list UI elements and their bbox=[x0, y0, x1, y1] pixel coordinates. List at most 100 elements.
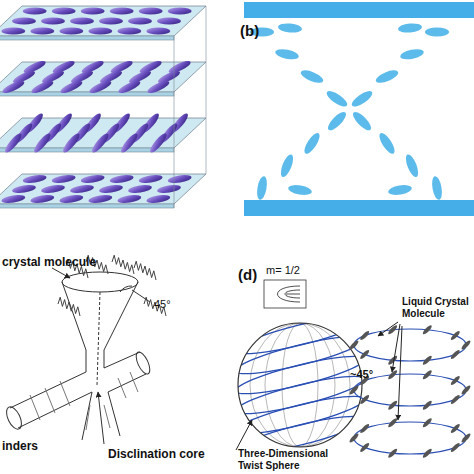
label-text: Disclination core bbox=[108, 448, 205, 462]
cylinder-edge bbox=[10, 372, 86, 408]
molecule bbox=[359, 330, 370, 341]
substrate-bar bbox=[244, 200, 474, 216]
molecule bbox=[359, 349, 370, 360]
molecule bbox=[287, 183, 312, 196]
helix bbox=[134, 261, 156, 280]
molecule bbox=[302, 131, 323, 156]
molecule bbox=[350, 88, 375, 109]
molecule bbox=[450, 423, 461, 434]
molecule bbox=[3, 131, 24, 154]
label-text: (d) bbox=[238, 266, 257, 283]
helix bbox=[112, 255, 134, 274]
helix bbox=[58, 297, 80, 316]
twist-sphere bbox=[234, 280, 472, 461]
molecule bbox=[274, 47, 299, 61]
molecule bbox=[117, 194, 142, 204]
molecule bbox=[450, 394, 461, 405]
sphere-outline bbox=[238, 323, 362, 447]
molecule bbox=[23, 7, 47, 14]
molecule bbox=[430, 175, 443, 200]
leader-line bbox=[52, 268, 70, 278]
inset-box bbox=[264, 280, 306, 308]
molecule bbox=[359, 423, 370, 434]
layer-edge bbox=[0, 204, 174, 208]
molecule bbox=[422, 448, 433, 459]
hatching bbox=[30, 372, 138, 430]
molecule bbox=[278, 153, 295, 179]
molecule bbox=[167, 174, 192, 184]
leader-line bbox=[392, 324, 400, 372]
cylinder-edge bbox=[86, 350, 87, 372]
molecule bbox=[110, 7, 134, 14]
molecule bbox=[117, 27, 141, 34]
molecule bbox=[278, 22, 303, 33]
frame-line bbox=[174, 36, 175, 208]
molecule bbox=[422, 417, 433, 428]
leader-line bbox=[98, 392, 104, 444]
molecule bbox=[168, 7, 192, 14]
layer-edge bbox=[0, 92, 174, 96]
molecule bbox=[22, 174, 47, 184]
twist-line bbox=[234, 349, 367, 400]
cylinder-edge bbox=[108, 392, 120, 436]
substrate-bar bbox=[244, 2, 474, 18]
molecule bbox=[1, 194, 26, 204]
molecule bbox=[70, 184, 95, 194]
molecule bbox=[425, 28, 449, 37]
twist-line bbox=[234, 329, 367, 380]
molecule bbox=[348, 339, 359, 350]
molecule bbox=[359, 442, 370, 453]
molecule bbox=[128, 184, 153, 194]
molecule bbox=[422, 324, 433, 335]
disclination-core-line bbox=[97, 292, 100, 385]
layer-edge bbox=[0, 36, 174, 40]
molecule bbox=[88, 27, 112, 34]
molecule bbox=[403, 153, 420, 179]
molecule bbox=[59, 194, 84, 204]
molecule bbox=[387, 400, 398, 411]
molecule bbox=[387, 417, 398, 428]
cylinder-edge bbox=[18, 392, 92, 428]
cylinder-edge bbox=[82, 392, 92, 440]
molecule bbox=[460, 432, 471, 443]
molecule bbox=[51, 174, 76, 184]
cone-edge bbox=[62, 282, 86, 350]
molecule bbox=[350, 109, 373, 132]
molecule bbox=[81, 7, 105, 14]
label-text: (b) bbox=[240, 22, 259, 39]
molecule bbox=[387, 355, 398, 366]
molecule bbox=[146, 27, 170, 34]
label-text: Liquid Crystal Molecule bbox=[402, 296, 470, 319]
molecule bbox=[374, 68, 400, 86]
molecule bbox=[59, 27, 83, 34]
molecule bbox=[30, 194, 55, 204]
molecule bbox=[32, 131, 53, 154]
molecule bbox=[41, 184, 66, 194]
layer-slab bbox=[0, 174, 206, 204]
twist-line bbox=[234, 369, 367, 420]
molecule bbox=[299, 68, 325, 86]
angle-arc bbox=[120, 286, 132, 292]
molecule bbox=[1, 27, 25, 34]
twist-line bbox=[234, 389, 367, 440]
molecule bbox=[460, 339, 471, 350]
cylinder-edge bbox=[104, 350, 105, 368]
molecule bbox=[12, 17, 36, 24]
molecule bbox=[139, 7, 163, 14]
molecule bbox=[52, 7, 76, 14]
molecule bbox=[422, 355, 433, 366]
leader-line bbox=[236, 420, 252, 450]
molecule bbox=[348, 384, 359, 395]
molecule bbox=[109, 174, 134, 184]
molecule bbox=[138, 174, 163, 184]
molecule bbox=[325, 109, 348, 132]
molecule-loop bbox=[354, 422, 466, 454]
molecule bbox=[450, 442, 461, 453]
defect-lines bbox=[278, 286, 301, 302]
molecule bbox=[422, 369, 433, 380]
leader-line bbox=[378, 322, 398, 336]
cylinder-end bbox=[3, 405, 24, 432]
molecule bbox=[61, 131, 82, 154]
